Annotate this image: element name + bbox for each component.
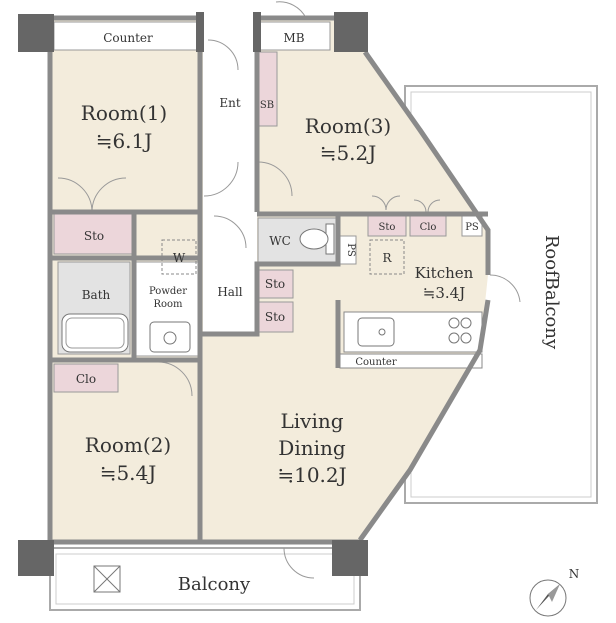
fridge-space [369, 239, 405, 275]
roof-balcony-label: RoofBalcony [541, 235, 562, 350]
room3-name: Room(3) [305, 114, 391, 138]
sto-left-label: Sto [84, 229, 104, 243]
sb-label: SB [260, 100, 274, 111]
balcony-area-inner [55, 553, 355, 605]
stove-icon [448, 317, 472, 344]
room2-name: Room(2) [85, 433, 171, 457]
hall-area [203, 44, 257, 334]
powder-label-2: Room [153, 299, 183, 310]
r-label: R [382, 251, 392, 265]
sto-hall-1-area [256, 269, 294, 299]
clo-room2-area [53, 363, 119, 393]
counter-strip [53, 21, 201, 51]
sto-hall-2-label: Sto [265, 310, 285, 324]
crossed-box-icon [93, 565, 121, 593]
mb-area [257, 21, 331, 51]
ps-label-2: PS [465, 222, 479, 233]
door-swings [57, 1, 521, 579]
balcony-label: Balcony [178, 574, 251, 595]
sink-icon-powder [149, 321, 191, 353]
powder-label-1: Powder [149, 286, 187, 297]
sink-icon [357, 317, 395, 347]
room2-size: ≒5.4J [100, 461, 157, 485]
toilet-icon [299, 223, 335, 255]
room3-size: ≒5.2J [320, 141, 377, 165]
bath-label: Bath [82, 288, 111, 302]
clo-kitchen-label: Clo [420, 222, 437, 233]
ps-label-1: PS [345, 243, 356, 257]
living-size: ≒10.2J [277, 463, 346, 487]
sb-area [256, 51, 278, 127]
wc-label: WC [269, 234, 291, 248]
sto-hall-1-label: Sto [265, 277, 285, 291]
kitchen-name: Kitchen [415, 264, 474, 282]
pillars [18, 12, 368, 576]
bathtub-icon [61, 313, 129, 353]
kitchen-size: ≒3.4J [423, 284, 465, 302]
counter-kitchen-label: Counter [355, 357, 396, 368]
ent-label: Ent [219, 96, 240, 110]
dining-name: Dining [278, 436, 346, 460]
room1-name: Room(1) [81, 101, 167, 125]
north-arrow-icon [529, 579, 567, 617]
living-name: Living [280, 409, 343, 433]
sto-left-area [53, 213, 135, 255]
room1-size: ≒6.1J [96, 129, 153, 153]
clo-room2-label: Clo [76, 372, 96, 386]
w-label: W [173, 251, 186, 265]
counter-top-label: Counter [103, 31, 153, 45]
hall-label: Hall [217, 285, 242, 299]
balcony-area [49, 547, 361, 611]
north-label: N [569, 567, 580, 581]
sto-kitchen-label: Sto [379, 222, 396, 233]
mb-label: MB [283, 31, 304, 45]
